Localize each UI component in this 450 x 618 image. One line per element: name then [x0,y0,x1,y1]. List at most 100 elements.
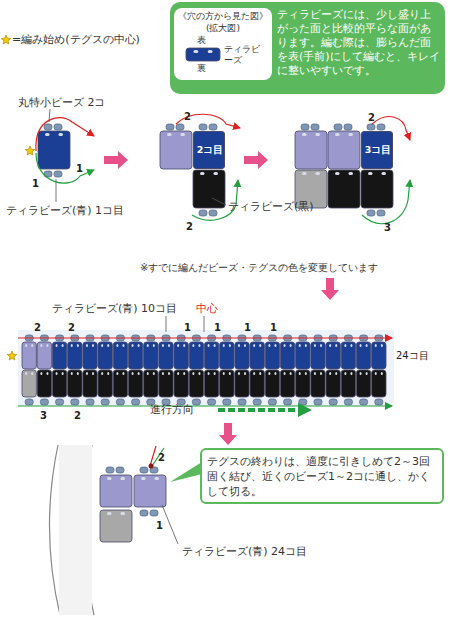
bead-hole [193,50,198,53]
bead-hole [71,344,73,347]
label-text: ティラビーズ(青) 1コ目 [6,204,124,217]
bead-hole [299,372,301,375]
bead-hole [305,372,307,375]
label-text: 中心 [196,302,218,315]
callout-number: 2 [184,111,191,123]
bead-hole [344,344,346,347]
tila-bead [100,510,132,542]
tila-bead [134,475,166,507]
seed-bead [238,399,246,405]
bead-hole [244,372,246,375]
seed-bead [56,399,64,405]
bead-hole [335,372,337,375]
tila-bead [296,342,310,369]
bead-hole [154,477,158,480]
seed-bead [334,124,342,130]
seed-bead [329,399,337,405]
leader-line [49,109,50,122]
tila-bead [326,370,340,397]
label-text: ※すでに編んだビーズ・テグスの色を変更しています [140,262,378,274]
bead-hole [344,372,346,375]
tila-bead [250,370,264,397]
bead-hole [335,344,337,347]
seed-bead [311,124,319,130]
tila-bead [22,342,36,369]
bead-hole [348,172,352,175]
callout-number: 1 [270,322,277,334]
seed-bead [344,399,352,405]
label-text: ティラビーズ(青) 24コ目 [182,545,307,558]
callout-number: 1 [76,163,83,175]
callout-number: 2 [186,221,193,233]
thread-line [152,448,164,466]
bead-hole [62,344,64,347]
callout-number: 1 [32,178,39,190]
bead-hole [168,344,170,347]
bead-hole [46,372,48,375]
bead-hole [141,477,145,480]
node-text: 裏 [197,63,206,74]
bead-hole [229,372,231,375]
tila-bead [189,342,203,369]
bead-hole [56,372,58,375]
bead-hole [329,372,331,375]
tila-bead [52,370,66,397]
tila-bead [68,370,82,397]
bead-hole [360,344,362,347]
node-text: 2コ目 [194,144,226,155]
direction-arrowhead [298,403,312,417]
bead-hole [107,477,111,480]
label-text: 丸特小ビーズ 2コ [18,96,106,109]
node-text: 3コ目 [362,144,394,155]
tila-bead [235,370,249,397]
tila-bead [204,370,218,397]
seed-bead [176,124,184,130]
knot [149,464,154,469]
bead-hole [198,344,200,347]
seed-bead [106,467,114,473]
bead-hole [381,344,383,347]
callout-number: 2 [368,112,375,124]
bead-hole [314,344,316,347]
tila-bead [98,370,112,397]
bead-hole [77,344,79,347]
tila-bead [361,170,393,208]
bead-hole [314,372,316,375]
thread-line [36,153,94,183]
bead-hole [274,344,276,347]
leader-line [56,179,57,202]
bead-hole [120,477,124,480]
bead-hole [138,344,140,347]
callout-number: 1 [156,520,163,532]
cut-band [59,445,92,615]
bead-hole [366,372,368,375]
callout-number: 2 [68,322,75,334]
leader-line [212,198,226,205]
seed-bead [314,399,322,405]
bead-hole [284,344,286,347]
tila-bead [83,342,97,369]
bead-hole [366,344,368,347]
bead-hole [122,344,124,347]
bead-hole [381,372,383,375]
bead-hole [177,344,179,347]
seed-bead [54,124,62,130]
seed-bead [377,124,385,130]
thread-line [218,408,298,412]
cut-line [49,445,60,615]
bead-hole [208,50,213,53]
tila-bead [186,48,220,61]
bead-hole [132,344,134,347]
seed-bead [54,171,62,177]
strip-ground [18,330,394,406]
tila-bead-box: 2コ目 [193,131,225,169]
seed-bead [101,399,109,405]
tila-bead [311,370,325,397]
thread-line [18,405,392,406]
seed-bead [199,210,207,216]
seed-bead [208,399,216,405]
node-text: ティラビーズ [224,44,268,66]
tila-bead [159,342,173,369]
seed-bead [367,210,375,216]
tila-bead [328,131,360,169]
